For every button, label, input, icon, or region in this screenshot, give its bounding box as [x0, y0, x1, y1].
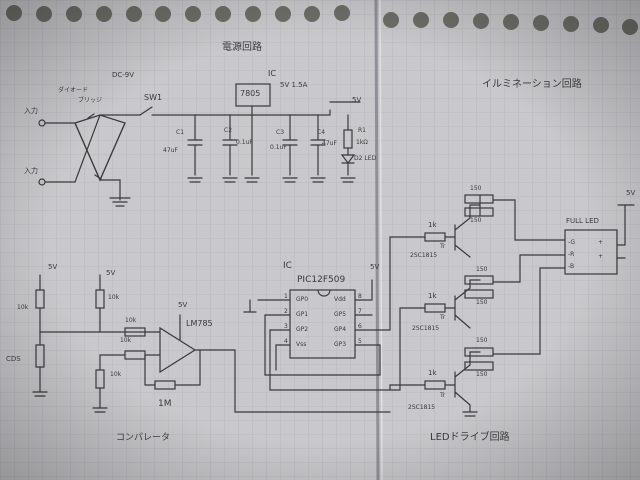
pin-gp2: GP2	[296, 326, 309, 333]
opamp-label: LM785	[186, 319, 213, 328]
regulator-spec: 5V 1.5A	[280, 81, 308, 89]
tr3-label: Tr	[440, 392, 446, 399]
r-in2-value: 10k	[120, 337, 132, 344]
pin-gp0: GP0	[296, 296, 309, 303]
regulator-part: 7805	[240, 89, 261, 98]
pin-num-1: 1	[284, 293, 288, 300]
led-label: D2 LED	[354, 155, 377, 162]
r-top-value: 10k	[108, 294, 120, 301]
input-minus-label: 入力	[24, 167, 38, 175]
c4-value: 47uF	[322, 140, 337, 147]
comp-vcc-opamp: 5V	[178, 301, 188, 309]
pin-gp5: GP5	[334, 311, 347, 318]
r-150a: 150	[470, 185, 482, 192]
tr3-part: 2SC1815	[408, 404, 436, 411]
power-out-label: 5V	[352, 96, 362, 104]
pin-vss: Vss	[296, 341, 307, 348]
r-150b: 150	[470, 217, 482, 224]
r1-value: 1kΩ	[356, 139, 368, 146]
tr2-part: 2SC1815	[412, 325, 440, 332]
r-left-value: 10k	[17, 304, 29, 311]
pin-num-3: 3	[284, 323, 288, 330]
r-base3-value: 1k	[428, 369, 437, 377]
pin-num-4: 4	[284, 338, 288, 345]
dc-label: DC-9V	[112, 71, 135, 79]
pin-gp1: GP1	[296, 311, 309, 318]
c4-label: C4	[317, 129, 326, 136]
pin-num-2: 2	[284, 308, 288, 315]
switch-label: SW1	[144, 93, 163, 102]
power-circuit-title: 電源回路	[222, 42, 262, 53]
pin-gp4: GP4	[334, 326, 347, 333]
led-pin-plus2: +	[598, 253, 604, 260]
r-in1-value: 10k	[125, 317, 137, 324]
pin-vdd: Vdd	[334, 296, 346, 303]
cds-label: CDS	[6, 355, 21, 363]
r-150d: 150	[476, 299, 488, 306]
pin-num-5: 5	[358, 338, 362, 345]
r-150e: 150	[476, 337, 488, 344]
pin-num-6: 6	[358, 323, 362, 330]
r-base2-value: 1k	[428, 292, 437, 300]
tr1-label: Tr	[440, 243, 446, 250]
comp-vcc-left: 5V	[48, 263, 58, 271]
regulator-ic-label: IC	[268, 69, 276, 78]
led-pin-g: -G	[568, 239, 576, 246]
driver-vcc: 5V	[626, 189, 636, 197]
pin-num-8: 8	[358, 293, 362, 300]
comparator-title: コンパレータ	[116, 433, 171, 443]
led-pin-plus1: +	[598, 239, 604, 246]
feedback-value: 1M	[158, 399, 172, 409]
pic-ic-label: IC	[283, 261, 292, 271]
full-led-label: FULL LED	[566, 217, 599, 225]
tr2-label: Tr	[440, 314, 446, 321]
r-150f: 150	[476, 371, 488, 378]
input-plus-label: 入力	[24, 107, 38, 115]
tr1-part: 2SC1815	[410, 252, 438, 259]
comp-vcc-mid: 5V	[106, 269, 116, 277]
c1-value: 47uF	[163, 147, 178, 154]
pin-num-7: 7	[358, 308, 362, 315]
pin-gp3: GP3	[334, 341, 347, 348]
c3-label: C3	[276, 129, 285, 136]
bridge-label-1: ダイオード	[58, 87, 89, 94]
r-base1-value: 1k	[428, 221, 437, 229]
c3-value: 0.1uF	[270, 144, 287, 151]
c2-label: C2	[224, 127, 233, 134]
illumination-circuit-title: イルミネーション回路	[482, 79, 582, 90]
r-150c: 150	[476, 266, 488, 273]
led-pin-r: -R	[568, 251, 575, 258]
c1-label: C1	[176, 129, 185, 136]
vr-value: 10k	[110, 371, 122, 378]
bridge-label-2: ブリッジ	[78, 97, 103, 104]
pic-vcc: 5V	[370, 263, 380, 271]
r1-label: R1	[358, 127, 366, 134]
led-pin-b: -B	[568, 263, 575, 270]
pic-part: PIC12F509	[297, 275, 346, 285]
led-drive-circuit-title: LEDドライブ回路	[430, 432, 510, 443]
c2-value: 0.1uF	[236, 139, 253, 146]
